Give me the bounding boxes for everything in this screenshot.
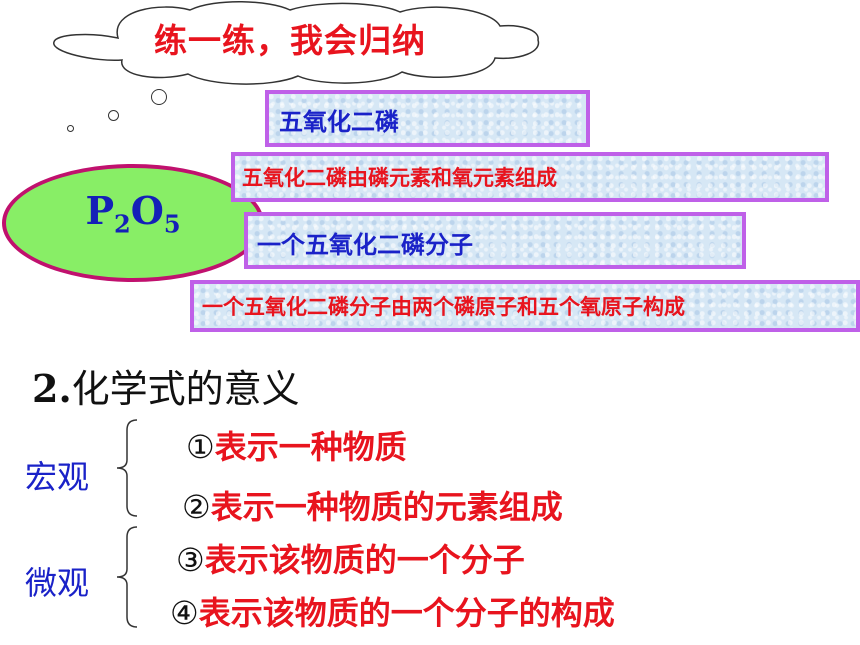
group-label-micro: 微观 <box>25 564 90 602</box>
box-molecule-structure: 一个五氧化二磷分子由两个磷原子和五个氧原子构成 <box>190 280 860 332</box>
thought-bubble-small <box>67 125 74 132</box>
box-one-molecule: 一个五氧化二磷分子 <box>244 212 746 269</box>
meaning-item-1: ①表示一种物质 <box>186 428 407 466</box>
meaning-item-3: ③表示该物质的一个分子 <box>176 541 525 579</box>
section-heading: 2.化学式的意义 <box>32 366 300 411</box>
meaning-item-2: ②表示一种物质的元素组成 <box>182 488 563 526</box>
formula-ellipse <box>2 164 264 282</box>
thought-bubble-medium <box>108 110 119 121</box>
brace-micro <box>116 526 138 628</box>
brace-macro <box>116 419 138 517</box>
box-element-composition: 五氧化二磷由磷元素和氧元素组成 <box>231 152 829 202</box>
thought-cloud <box>53 1 540 85</box>
meaning-item-4: ④表示该物质的一个分子的构成 <box>170 594 615 632</box>
thought-bubble-large <box>151 89 167 105</box>
group-label-macro: 宏观 <box>25 458 90 496</box>
cloud-title: 练一练，我会归纳 <box>154 21 426 60</box>
chemical-formula: P2O5 <box>85 188 181 239</box>
box-substance-name: 五氧化二磷 <box>265 90 590 147</box>
